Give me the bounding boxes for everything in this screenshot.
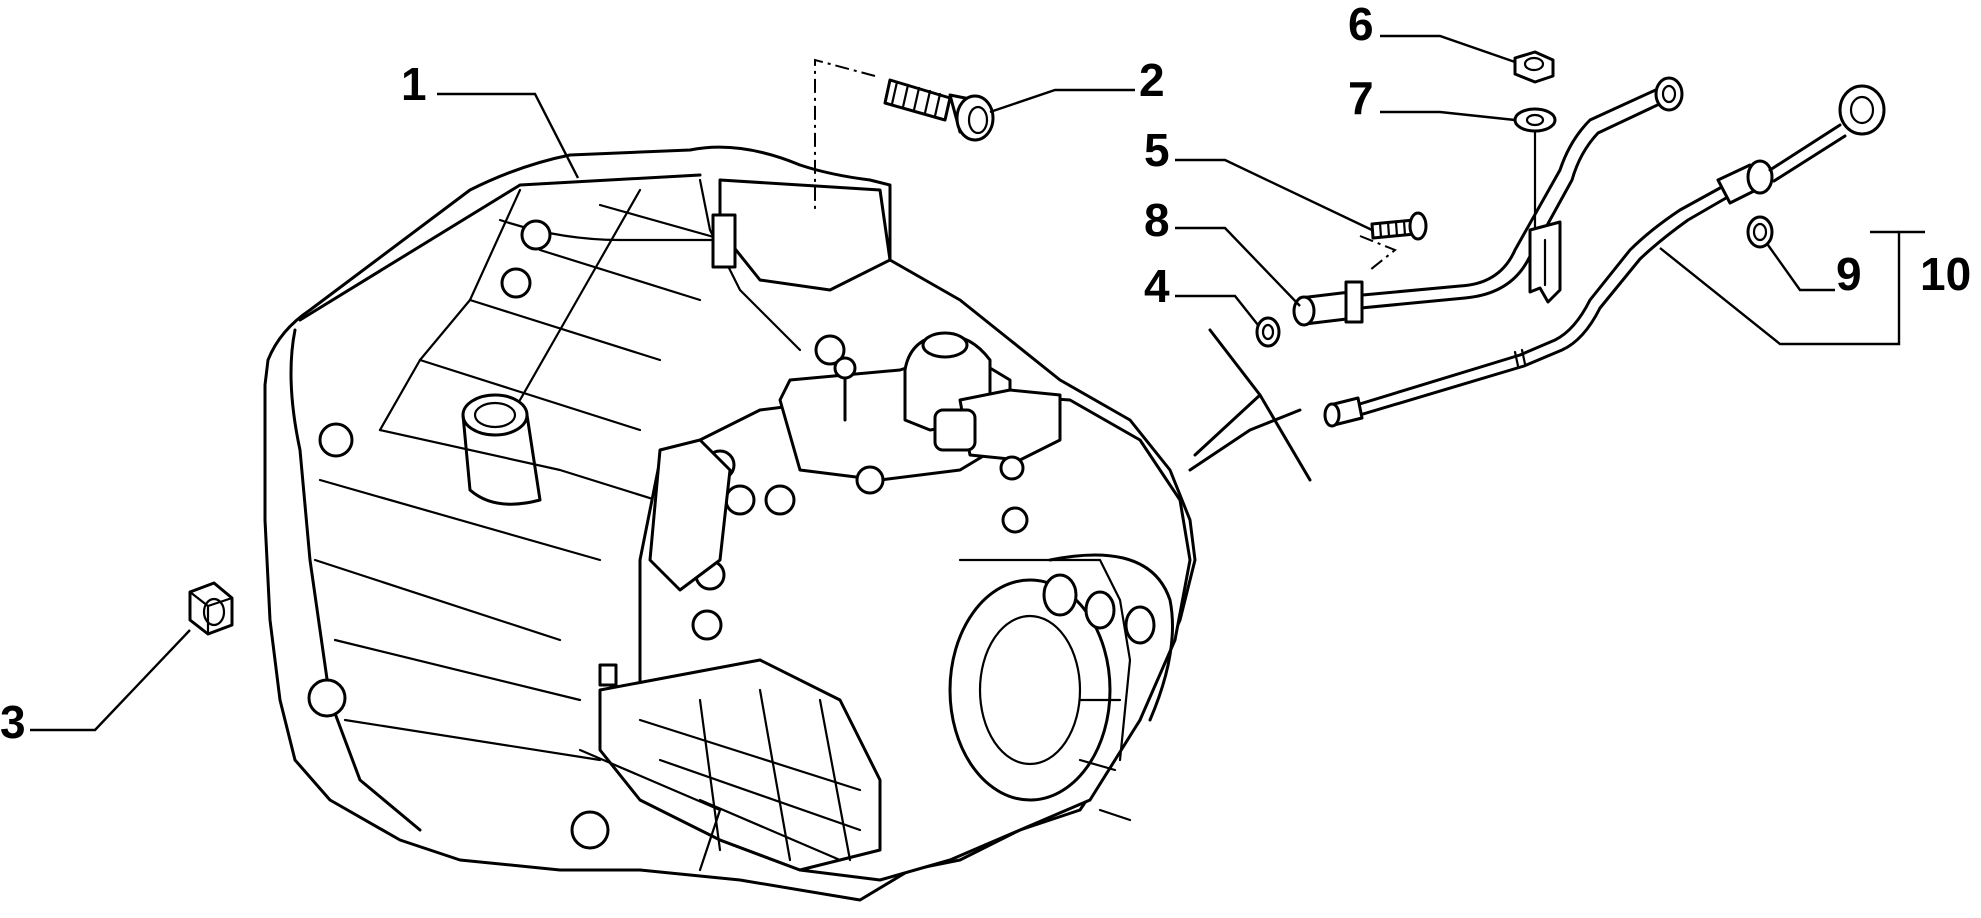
gearbox-housing[interactable] — [263, 145, 1302, 902]
split-marker-tail — [1258, 393, 1312, 482]
callout-5: 5 — [1144, 124, 1170, 176]
leader-line-4 — [1175, 294, 1259, 326]
bolt-axis-line — [814, 58, 876, 210]
seal-washer[interactable] — [1255, 316, 1281, 348]
dipstick-tube-assembly[interactable] — [1323, 84, 1886, 428]
washer[interactable] — [1513, 107, 1557, 133]
screw-axis-line — [1359, 235, 1397, 271]
leader-line-1 — [437, 92, 580, 179]
callout-8: 8 — [1144, 194, 1170, 246]
leader-line-2 — [989, 88, 1135, 114]
callout-6: 6 — [1348, 0, 1374, 50]
callout-1: 1 — [401, 58, 427, 110]
leader-line-3 — [30, 629, 191, 732]
leader-line-5 — [1175, 158, 1373, 232]
callout-2: 2 — [1139, 54, 1165, 106]
screw[interactable] — [1370, 211, 1428, 241]
split-marker — [1193, 328, 1262, 457]
leader-line-8 — [1175, 226, 1301, 307]
hex-nut[interactable] — [188, 581, 234, 636]
callout-3: 3 — [0, 696, 26, 748]
leader-line-9 — [1767, 244, 1835, 292]
o-ring[interactable] — [1746, 215, 1774, 249]
leader-line-6 — [1380, 34, 1516, 64]
callout-9: 9 — [1836, 248, 1862, 300]
flange-bolt[interactable] — [883, 78, 995, 142]
nut[interactable] — [1513, 50, 1555, 84]
callout-4: 4 — [1144, 260, 1170, 312]
breather-pipe[interactable] — [1292, 76, 1684, 327]
callout-10: 10 — [1920, 248, 1971, 300]
leader-line-10 — [1659, 230, 1925, 346]
leader-line-7 — [1380, 110, 1516, 122]
callout-7: 7 — [1348, 72, 1374, 124]
